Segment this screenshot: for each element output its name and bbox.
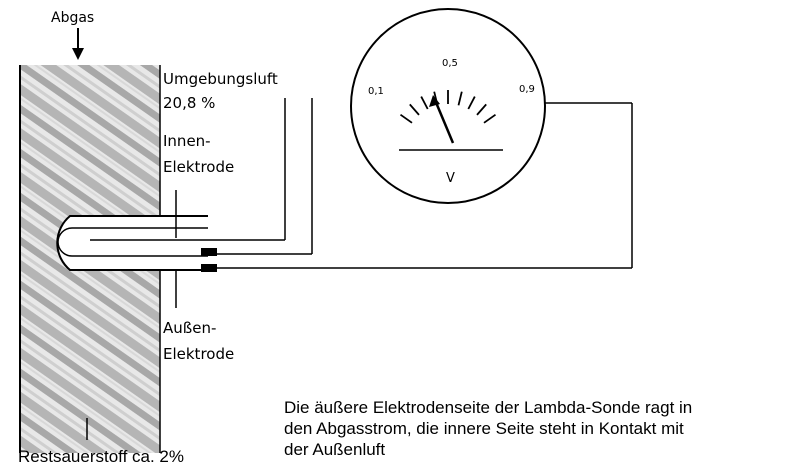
voltmeter-needle — [433, 99, 455, 144]
caption-line-1: Die äußere Elektrodenseite der Lambda-So… — [284, 398, 692, 417]
voltmeter-needle-tip — [429, 95, 440, 107]
meter-unit-label: V — [446, 171, 455, 186]
meter-tick — [467, 96, 476, 110]
caption-line-2: den Abgasstrom, die innere Seite steht i… — [284, 419, 684, 438]
voltmeter-dial — [350, 8, 546, 204]
label-abgas: Abgas — [51, 10, 94, 26]
meter-tick — [476, 103, 487, 116]
label-aussen-elektrode-line2: Elektrode — [163, 345, 234, 363]
caption-line-3: der Außenluft — [284, 440, 385, 459]
label-innen-elektrode-line2: Elektrode — [163, 158, 234, 176]
label-umgebungsluft: Umgebungsluft — [163, 70, 278, 88]
exhaust-flow-arrow — [72, 28, 84, 60]
meter-tick — [409, 103, 420, 116]
label-innen-elektrode-line1: Innen- — [163, 132, 211, 150]
meter-tick — [483, 113, 497, 124]
label-aussen-elektrode-line1: Außen- — [163, 319, 216, 337]
inner-electrode-contact — [201, 248, 217, 256]
meter-scale-label-low: 0,1 — [368, 86, 384, 97]
meter-tick — [420, 96, 429, 110]
voltmeter-ticks — [399, 90, 497, 124]
meter-tick — [399, 113, 413, 124]
lambda-sensor-probe — [56, 98, 632, 272]
label-umgebungsluft-value: 20,8 % — [163, 94, 215, 112]
voltmeter: 0,1 0,5 0,9 V — [350, 8, 546, 204]
outer-electrode-contact — [201, 264, 217, 272]
meter-wiring — [545, 102, 633, 268]
caption: Die äußere Elektrodenseite der Lambda-So… — [284, 398, 692, 459]
label-restsauerstoff: Restsauerstoff ca. 2% — [18, 447, 184, 466]
meter-scale-label-mid: 0,5 — [442, 58, 458, 69]
meter-tick — [457, 91, 463, 106]
meter-scale-label-high: 0,9 — [519, 84, 535, 95]
